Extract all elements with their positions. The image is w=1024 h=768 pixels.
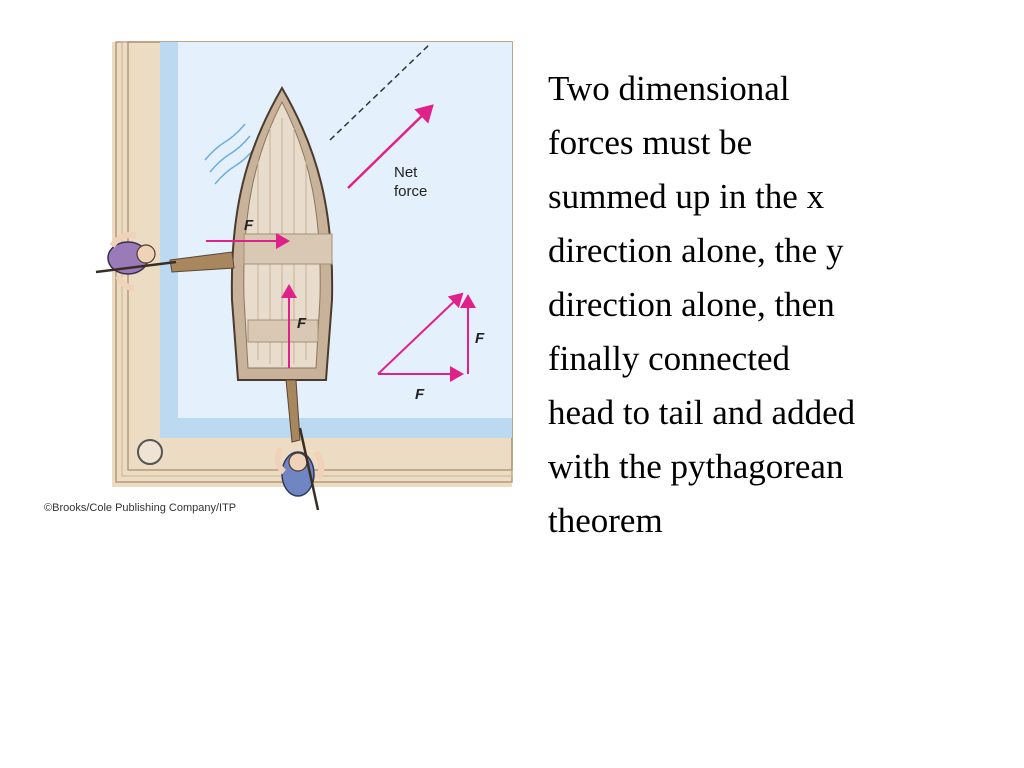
net-force-label-line2: force [394, 183, 427, 200]
resultant-dashed-line [329, 43, 431, 141]
person-left-icon [95, 232, 177, 291]
net-force-arrow [347, 104, 434, 189]
force-label-triangle-side: F [475, 330, 485, 347]
force-label-triangle-base: F [415, 386, 425, 403]
slide-body-text: Two dimensional forces must be summed up… [548, 69, 856, 540]
vector-triangle [377, 292, 476, 382]
dock-post-icon [137, 439, 163, 465]
wave-lines-icon [204, 123, 256, 185]
person-bottom-icon [274, 427, 325, 511]
image-credit: ©Brooks/Cole Publishing Company/ITP [44, 502, 237, 514]
force-label-horizontal: F [244, 217, 254, 234]
tow-ropes [169, 251, 301, 443]
force-label-vertical: F [297, 315, 307, 332]
boat-force-diagram: Net force F F F F [95, 41, 513, 511]
net-force-label-line1: Net [394, 164, 418, 181]
